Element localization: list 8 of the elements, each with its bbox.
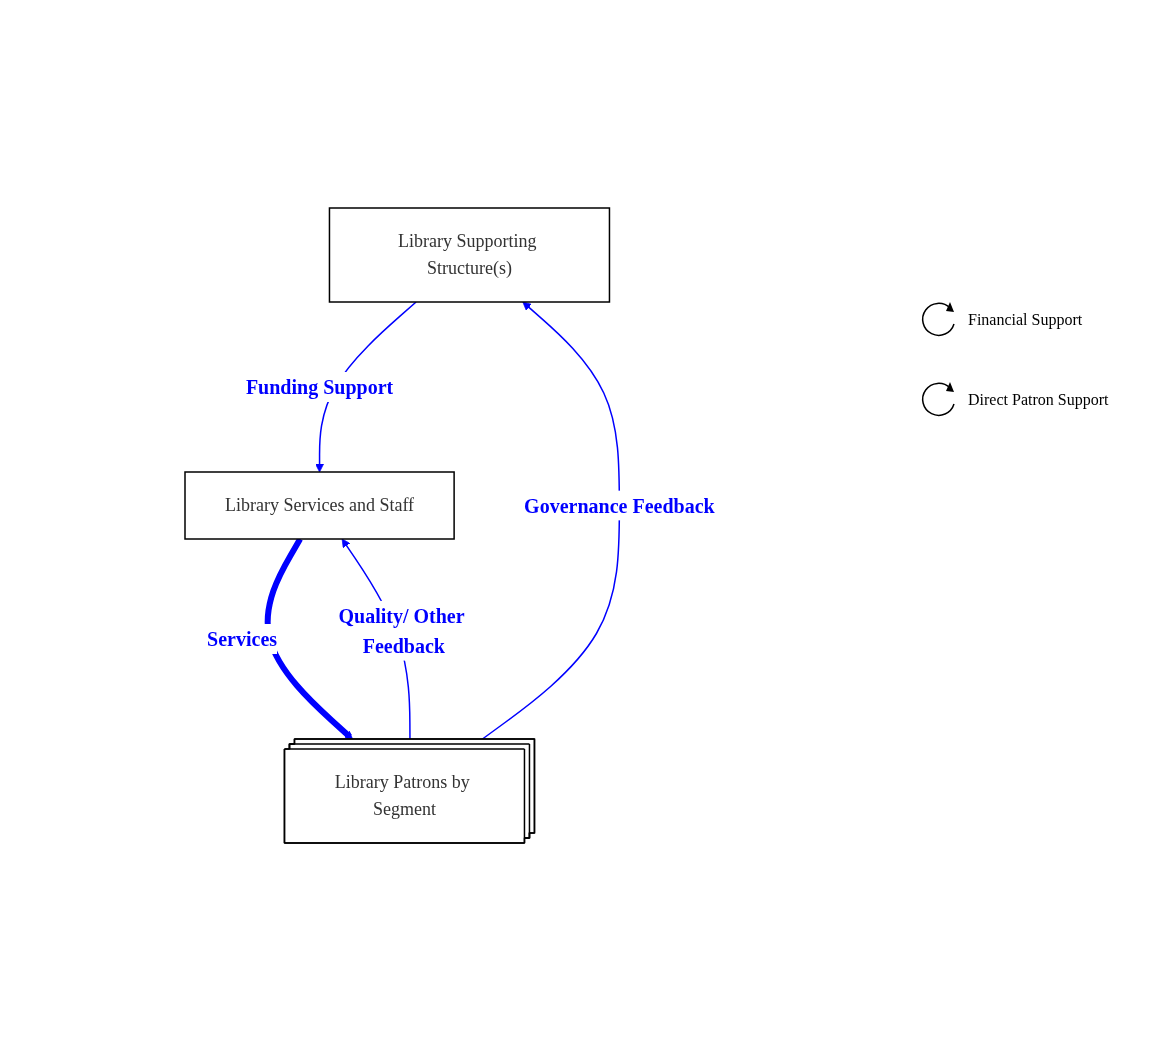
note-text: Direct Patron Support [968,391,1109,409]
edge-label: Funding Support [246,376,394,398]
node-box: Library Services and Staff [184,471,456,540]
node-box: Library Supporting Structure(s) [328,207,611,303]
edge-label: Quality/ Other Feedback [338,604,465,657]
edge-label: Governance Feedback [524,494,715,517]
note-text: Financial Support [968,311,1083,329]
edge-label: Services [207,628,278,650]
